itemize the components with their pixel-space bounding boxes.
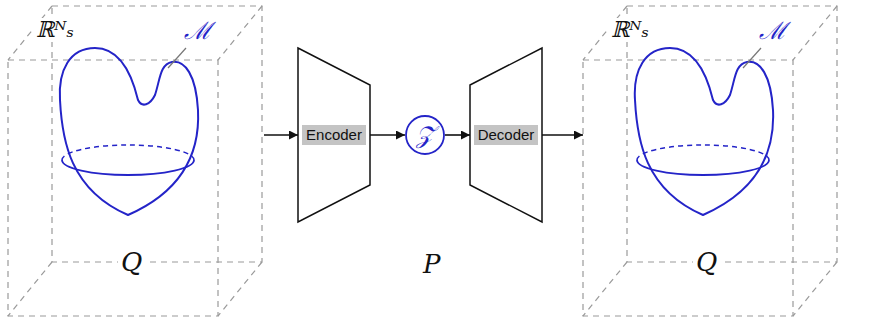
latent-label: 𝒵 <box>416 122 434 148</box>
latent-circle: 𝒵 <box>405 115 445 155</box>
manifold-label: ℳ <box>182 18 214 44</box>
flow-arrow <box>370 134 405 136</box>
data-manifold-figure <box>8 6 262 316</box>
space-label: ℝᴺₛ <box>34 18 76 42</box>
flow-arrow <box>542 134 583 136</box>
space-label: ℝᴺₛ <box>609 18 651 42</box>
distribution-label: Q <box>693 248 720 277</box>
encoder-block: Encoder <box>298 48 370 222</box>
flow-arrow <box>264 134 298 136</box>
vector-space: ℝᴺₛ ℳ Q <box>583 4 839 318</box>
decoder-block: Decoder <box>470 48 542 222</box>
block-label: Decoder <box>474 125 539 146</box>
data-manifold-figure <box>583 6 837 316</box>
manifold-label: ℳ <box>757 18 789 44</box>
block-label: Encoder <box>302 125 366 146</box>
distribution-label: Q <box>118 248 145 277</box>
vector-space: ℝᴺₛ ℳ Q <box>8 4 264 318</box>
flow-arrow <box>445 134 470 136</box>
map-label: P <box>420 250 444 279</box>
